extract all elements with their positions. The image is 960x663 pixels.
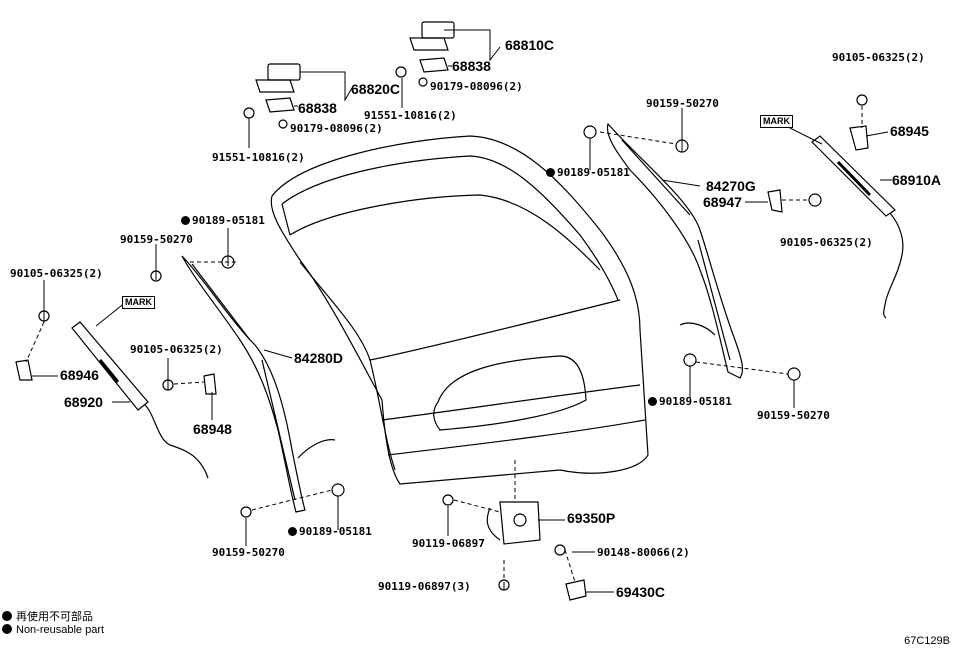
non-reusable-dot-icon xyxy=(288,527,297,536)
legend-line-english: Non-reusable part xyxy=(2,624,104,636)
label-90189-left: 90189-05181 xyxy=(181,214,265,227)
label-90159-left: 90159-50270 xyxy=(120,233,193,246)
label-90119-a: 90119-06897 xyxy=(412,537,485,550)
label-90189-top: 90189-05181 xyxy=(546,166,630,179)
non-reusable-dot-icon xyxy=(648,397,657,406)
label-68945: 68945 xyxy=(890,123,929,139)
legend-dot-icon xyxy=(2,611,12,621)
right-damper-strut xyxy=(811,135,904,319)
label-90179-upper: 90179-08096(2) xyxy=(430,80,523,93)
fasteners xyxy=(15,66,869,591)
non-reusable-dot-icon xyxy=(181,216,190,225)
label-90189-mid-right-text: 90189-05181 xyxy=(659,395,732,408)
striker xyxy=(565,579,587,601)
label-68810C: 68810C xyxy=(505,37,555,53)
label-90148: 90148-80066(2) xyxy=(597,546,690,559)
right-weatherstrip xyxy=(606,122,744,379)
label-91551-upper: 91551-10816(2) xyxy=(364,109,457,122)
left-weatherstrip xyxy=(181,255,336,513)
label-68838-upper: 68838 xyxy=(452,58,491,74)
left-damper-strut xyxy=(71,321,209,479)
dashed-leader-lines xyxy=(25,106,863,583)
label-68820C: 68820C xyxy=(351,81,401,97)
legend-line-japanese: 再使用不可部品 xyxy=(2,608,93,624)
label-90159-bottom-left: 90159-50270 xyxy=(212,546,285,559)
label-69430C: 69430C xyxy=(616,584,666,600)
label-91551-lower: 91551-10816(2) xyxy=(212,151,305,164)
mark-tag-left: MARK xyxy=(122,296,155,309)
label-84280D: 84280D xyxy=(294,350,344,366)
label-90189-left-text: 90189-05181 xyxy=(192,214,265,227)
label-90105-right: 90105-06325(2) xyxy=(780,236,873,249)
label-68920: 68920 xyxy=(64,394,103,410)
legend-text-english: Non-reusable part xyxy=(16,624,105,636)
legend-dot-icon xyxy=(2,624,12,634)
label-90105-left: 90105-06325(2) xyxy=(10,267,103,280)
label-90179-lower: 90179-08096(2) xyxy=(290,122,383,135)
label-69350P: 69350P xyxy=(567,510,616,526)
label-90159-mid-right: 90159-50270 xyxy=(757,409,830,422)
leader-lines xyxy=(32,29,892,593)
label-90189-top-text: 90189-05181 xyxy=(557,166,630,179)
back-door-lock xyxy=(486,501,541,545)
mark-tag-right: MARK xyxy=(760,115,793,128)
hinge-right-upper xyxy=(409,21,455,73)
label-84270G: 84270G xyxy=(706,178,756,194)
label-68948: 68948 xyxy=(193,421,232,437)
label-90105-mid-left: 90105-06325(2) xyxy=(130,343,223,356)
legend-text-japanese: 再使用不可部品 xyxy=(16,611,93,623)
hinge-left-upper xyxy=(255,63,301,113)
label-90189-mid-right: 90189-05181 xyxy=(648,395,732,408)
label-90105-top-right: 90105-06325(2) xyxy=(832,51,925,64)
label-68946: 68946 xyxy=(60,367,99,383)
label-68910A: 68910A xyxy=(892,172,942,188)
label-68838-lower: 68838 xyxy=(298,100,337,116)
label-90189-bottom-left-text: 90189-05181 xyxy=(299,525,372,538)
label-90159-top: 90159-50270 xyxy=(646,97,719,110)
non-reusable-dot-icon xyxy=(546,168,555,177)
label-90189-bottom-left: 90189-05181 xyxy=(288,525,372,538)
back-door-panel xyxy=(270,135,649,485)
label-68947: 68947 xyxy=(703,194,742,210)
label-90119-b: 90119-06897(3) xyxy=(378,580,471,593)
figure-id: 67C129B xyxy=(904,635,950,647)
